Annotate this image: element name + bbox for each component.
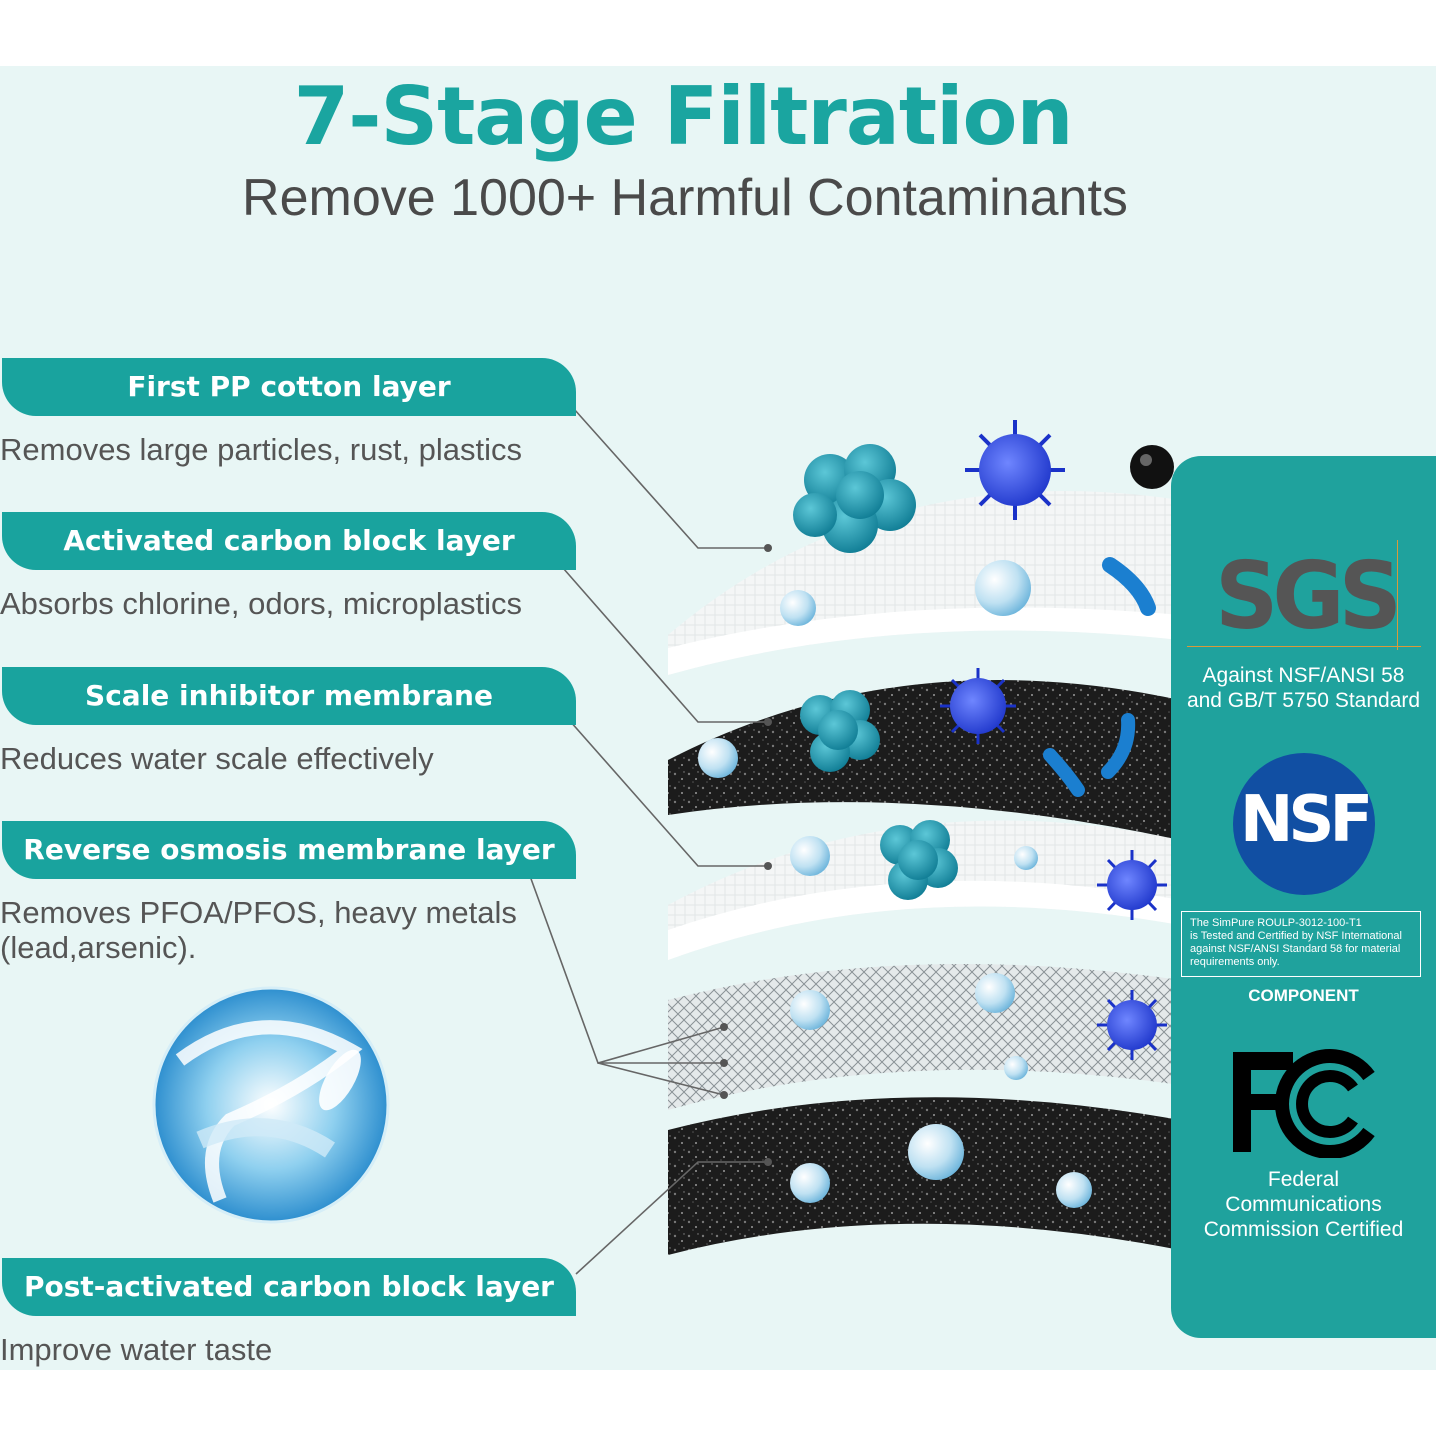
fcc-line-1: Federal xyxy=(1267,1168,1340,1191)
water-swirl-image xyxy=(152,986,390,1224)
virus-icon xyxy=(1097,990,1167,1060)
stage-label-activated-carbon: Activated carbon block layer xyxy=(2,512,576,570)
black-particle-icon xyxy=(1130,445,1174,489)
fcc-line-3: Commission Certified xyxy=(1203,1218,1404,1241)
page-title: 7-Stage Filtration xyxy=(293,70,1074,163)
virus-icon xyxy=(965,420,1065,520)
nsf-logo-text: NSF xyxy=(1239,783,1373,857)
sgs-logo: SGS xyxy=(1215,541,1402,650)
sgs-underline xyxy=(1187,646,1421,647)
nsf-component: COMPONENT xyxy=(1248,986,1359,1005)
stage-label-scale-inhibitor: Scale inhibitor membrane xyxy=(2,667,576,725)
stage-label-reverse-osmosis: Reverse osmosis membrane layer xyxy=(2,821,576,879)
rod-bacteria-icon xyxy=(1102,557,1156,616)
water-bubble-icon xyxy=(790,836,830,876)
stage-label-post-carbon: Post-activated carbon block layer xyxy=(2,1258,576,1316)
fcc-logo-icon xyxy=(1233,1049,1375,1158)
water-bubble-icon xyxy=(908,1124,964,1180)
stage-desc-reverse-osmosis-2: (lead,arsenic). xyxy=(0,930,197,965)
stage-desc-reverse-osmosis: Removes PFOA/PFOS, heavy metals xyxy=(0,895,517,930)
virus-icon xyxy=(1097,850,1167,920)
nsf-notice-line-3: against NSF/ANSI Standard 58 for materia… xyxy=(1190,943,1401,955)
water-bubble-icon xyxy=(698,738,738,778)
bacteria-cluster-icon xyxy=(793,444,916,553)
water-bubble-icon xyxy=(790,990,830,1030)
rod-bacteria-icon xyxy=(1043,748,1085,797)
sgs-line-1: Against NSF/ANSI 58 xyxy=(1202,664,1405,687)
page-subtitle: Remove 1000+ Harmful Contaminants xyxy=(242,169,1128,227)
nsf-notice-line-4: requirements only. xyxy=(1190,956,1280,968)
nsf-logo: NSF xyxy=(1233,753,1375,895)
stage-label-pp-cotton: First PP cotton layer xyxy=(2,358,576,416)
stage-desc-post-carbon: Improve water taste xyxy=(0,1332,273,1367)
stage-desc-pp-cotton: Removes large particles, rust, plastics xyxy=(0,432,523,467)
fcc-line-2: Communications xyxy=(1225,1193,1382,1216)
nsf-notice-line-1: The SimPure ROULP-3012-100-T1 xyxy=(1190,917,1362,929)
layer-activated-carbon xyxy=(668,680,1180,840)
sgs-line-2: and GB/T 5750 Standard xyxy=(1186,689,1421,712)
nsf-notice-line-2: is Tested and Certified by NSF Internati… xyxy=(1190,930,1402,942)
stage-desc-scale-inhibitor: Reduces water scale effectively xyxy=(0,741,434,776)
bacteria-cluster-icon xyxy=(880,820,958,900)
nsf-notice: The SimPure ROULP-3012-100-T1 is Tested … xyxy=(1181,911,1421,977)
virus-icon xyxy=(940,668,1016,744)
water-bubble-icon xyxy=(975,560,1031,616)
layer-ro-mesh-top xyxy=(668,964,1180,1075)
certification-panel: SGS Against NSF/ANSI 58 and GB/T 5750 St… xyxy=(1171,456,1436,1338)
stage-desc-activated-carbon: Absorbs chlorine, odors, microplastics xyxy=(0,586,523,621)
sgs-divider xyxy=(1397,540,1398,650)
connector-lines xyxy=(529,399,768,1275)
bacteria-cluster-icon xyxy=(800,690,880,772)
